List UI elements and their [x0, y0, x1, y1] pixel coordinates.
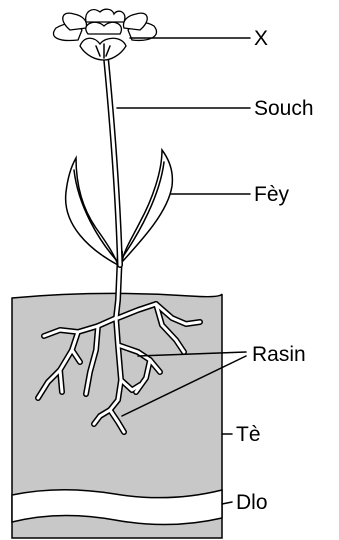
label-roots: Rasin	[252, 343, 306, 366]
label-soil: Tè	[236, 423, 261, 446]
stem	[106, 58, 120, 265]
flower	[53, 9, 156, 60]
label-water: Dlo	[236, 491, 268, 514]
left-leaf	[66, 158, 118, 265]
label-leaves: Fèy	[254, 183, 290, 206]
label-stem: Souch	[254, 97, 314, 120]
label-flower: X	[254, 27, 268, 50]
right-leaf	[122, 150, 172, 262]
